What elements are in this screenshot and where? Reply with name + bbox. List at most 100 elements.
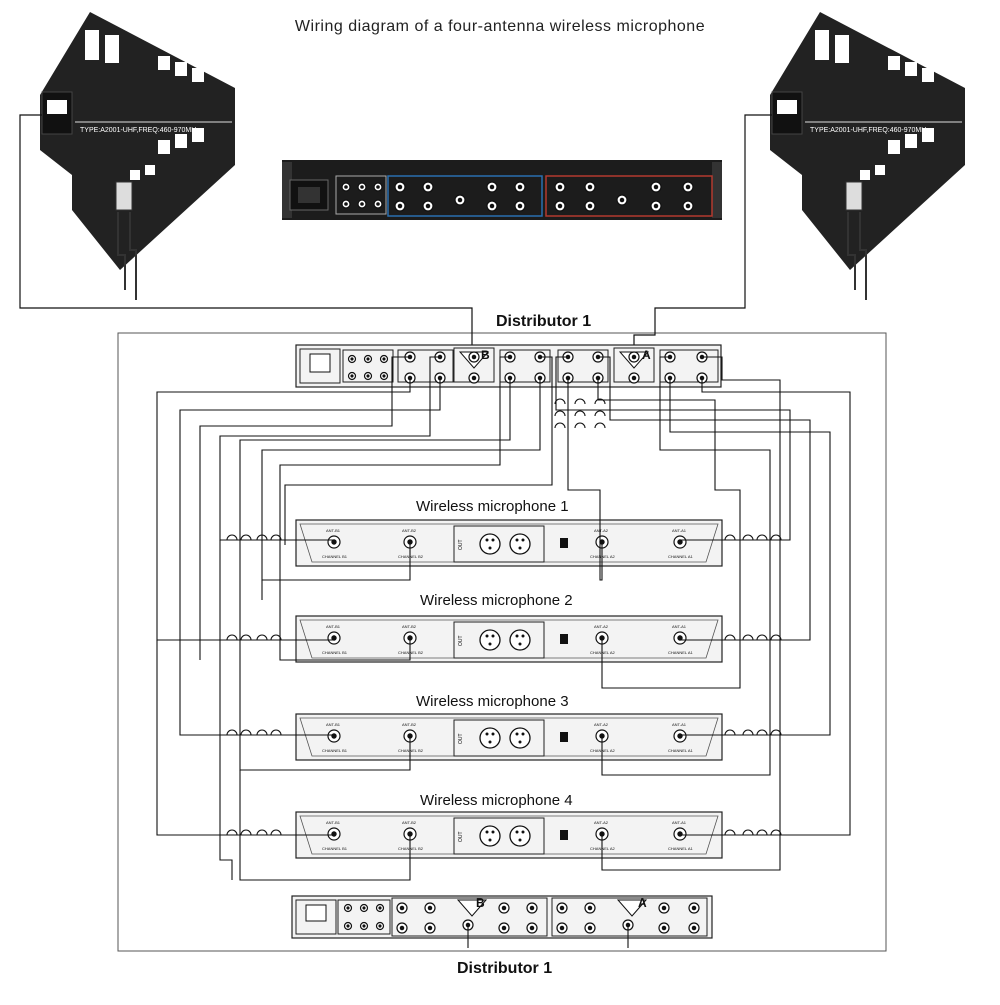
receiver-port-label: ANT-A2 [594, 528, 609, 533]
receiver-port-label: ANT-A2 [594, 624, 609, 629]
rack-port-icon [373, 199, 383, 209]
antenna-screen-icon [777, 100, 797, 114]
cable-crossing-hop [770, 829, 782, 836]
left-antenna: TYPE:A2001-UHF,FREQ:460-970MHz [40, 12, 235, 300]
cable-crossing-hop [554, 422, 566, 429]
dc-port-icon [359, 921, 369, 931]
receiver-channel-label: CHANNEL A1 [668, 748, 694, 753]
cable-crossing-hop [256, 534, 268, 541]
coax-cable [156, 640, 334, 836]
coax-cable [680, 378, 851, 836]
receiver-port-label: ANT-B2 [402, 820, 417, 825]
antenna-input-icon [673, 631, 687, 645]
cable-antenna-b [19, 114, 473, 355]
jack-icon [628, 372, 640, 384]
receiver-channel-label: CHANNEL B2 [398, 846, 424, 851]
cable-crossing-hop [770, 729, 782, 736]
antenna-type-text-right: TYPE:A2001-UHF,FREQ:460-970MHz [810, 127, 930, 134]
distributor-top-title: Distributor 1 [496, 313, 592, 330]
dc-port-icon [379, 371, 389, 381]
coax-cable [567, 378, 603, 581]
receiver-channel-label: CHANNEL B2 [398, 554, 424, 559]
coax-cable [279, 356, 510, 661]
jack-icon [526, 922, 538, 934]
receiver-channel-label: CHANNEL B1 [322, 846, 348, 851]
cable-crossing-hop [742, 634, 754, 641]
rack-port-icon [341, 182, 351, 192]
cable-crossing-hop [270, 729, 282, 736]
rack-port-icon [554, 181, 566, 193]
receiver-port-label: ANT-B2 [402, 722, 417, 727]
receiver-channel-label: CHANNEL A1 [668, 650, 694, 655]
receiver-port-label: ANT-A2 [594, 820, 609, 825]
rack-port-icon [554, 200, 566, 212]
antenna-type-text-left: TYPE:A2001-UHF,FREQ:460-970MHz [80, 127, 200, 134]
rack-port-icon [422, 200, 434, 212]
port-a-label-top: A [642, 348, 651, 362]
jack-icon [696, 372, 708, 384]
cable-crossing-hop [226, 729, 238, 736]
receiver-port-label: ANT-B1 [326, 820, 341, 825]
cable-crossing-hop [756, 829, 768, 836]
power-socket-icon [309, 353, 331, 373]
coax-cable [219, 540, 233, 880]
jack-icon [584, 922, 596, 934]
cable-crossing-hop [554, 398, 566, 405]
receiver-port-label: ANT-B1 [326, 722, 341, 727]
receiver-channel-label: CHANNEL B2 [398, 748, 424, 753]
coax-cable [179, 378, 441, 736]
rack-distributor-photo [282, 160, 722, 220]
coax-cable [601, 356, 771, 776]
receiver-channel-label: CHANNEL B1 [322, 650, 348, 655]
dc-port-icon [363, 354, 373, 364]
receiver-port-label: ANT-A1 [672, 624, 687, 629]
cable-crossing-hop [240, 634, 252, 641]
port-b-label-bottom: B [476, 896, 485, 910]
rack-port-icon [394, 200, 406, 212]
antenna-in-b-icon [468, 351, 480, 363]
dc-port-icon [343, 903, 353, 913]
rack-port-icon [454, 194, 466, 206]
jack-icon [658, 902, 670, 914]
port-a-label-bottom: A [638, 896, 647, 910]
cable-crossing-hop [724, 829, 736, 836]
rack-port-icon [486, 200, 498, 212]
cable-crossing-hop [256, 729, 268, 736]
xlr-output-icon [479, 727, 501, 749]
jack-icon [396, 902, 408, 914]
jack-icon [658, 922, 670, 934]
mic-3-title: Wireless microphone 3 [416, 693, 569, 710]
cable-crossing-hop [240, 829, 252, 836]
jack-icon [498, 902, 510, 914]
mic-1-title: Wireless microphone 1 [416, 498, 569, 515]
dc-port-icon [363, 371, 373, 381]
cable-crossing-hop [226, 534, 238, 541]
coax-cable [199, 356, 410, 640]
cable-crossing-hop [594, 410, 606, 417]
distributor-bottom-title: Distributor 1 [457, 960, 553, 977]
xlr-output-icon [479, 825, 501, 847]
cable-crossing-hop [574, 422, 586, 429]
coax-cable [239, 378, 511, 771]
antenna-input-icon [673, 827, 687, 841]
cable-crossing-hop [226, 829, 238, 836]
cable-crossing-hop [574, 410, 586, 417]
receiver-port-label: ANT-B1 [326, 624, 341, 629]
jack-icon [396, 922, 408, 934]
receiver-channel-label: CHANNEL A1 [668, 846, 694, 851]
right-antenna: TYPE:A2001-UHF,FREQ:460-970MHz [770, 12, 965, 300]
receiver-channel-label: CHANNEL B2 [398, 650, 424, 655]
jack-icon [468, 372, 480, 384]
rack-port-icon [584, 200, 596, 212]
coax-cable [555, 356, 791, 541]
coax-cable [597, 378, 741, 689]
coax-cable [601, 356, 781, 871]
dc-port-icon [359, 903, 369, 913]
cable-crossing-hop [770, 534, 782, 541]
receiver-port-label: ANT-B2 [402, 624, 417, 629]
rack-port-icon [650, 181, 662, 193]
coax-cable [261, 378, 541, 581]
xlr-output-icon [509, 825, 531, 847]
